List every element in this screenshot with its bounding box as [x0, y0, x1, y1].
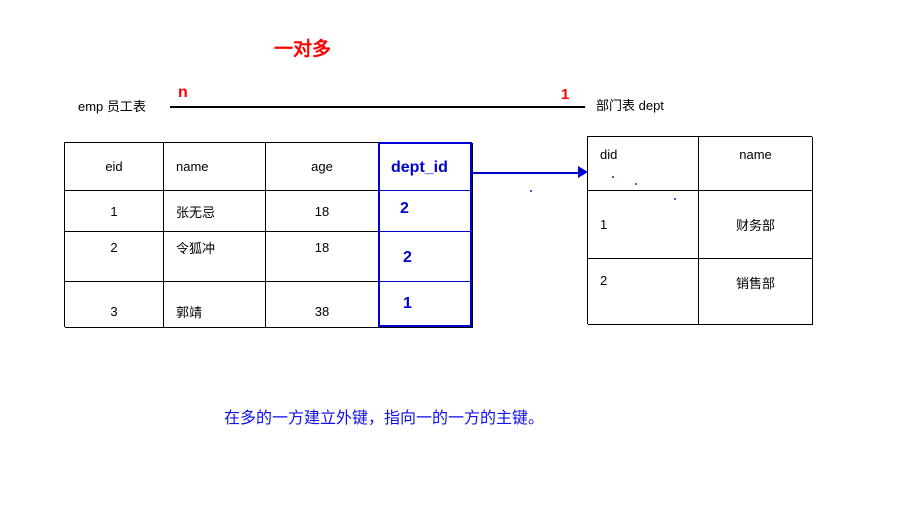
table-row: 张无忌 [164, 191, 266, 232]
table-row: 18 [266, 232, 379, 282]
emp-header-eid: eid [65, 143, 164, 191]
emp-cell-dept-id-1: 2 [400, 200, 409, 217]
stray-mark [612, 176, 614, 178]
table-row: 财务部 [699, 191, 813, 259]
stray-mark [635, 183, 637, 185]
fk-row-divider [380, 281, 470, 282]
relationship-line [170, 106, 585, 108]
cardinality-one: 1 [561, 86, 570, 103]
dept-header-name: name [699, 137, 813, 191]
table-row: 1 [65, 191, 164, 232]
foreign-key-arrow-icon [578, 166, 588, 178]
table-row [379, 191, 473, 232]
table-row: 销售部 [699, 259, 813, 325]
relationship-label-left: emp 员工表 [78, 99, 146, 114]
table-row [379, 282, 473, 328]
table-row: 2 [65, 232, 164, 282]
stray-mark [674, 198, 676, 200]
table-row: 1 [588, 191, 699, 259]
emp-header-name: name [164, 143, 266, 191]
emp-header-age: age [266, 143, 379, 191]
table-row: 3 [65, 282, 164, 328]
foreign-key-arrow-line [472, 172, 584, 174]
emp-cell-dept-id-2: 2 [403, 249, 412, 266]
diagram-caption: 在多的一方建立外键，指向一的一方的主键。 [224, 410, 545, 427]
table-row: 18 [266, 191, 379, 232]
fk-row-divider [380, 190, 470, 191]
table-row: 令狐冲 [164, 232, 266, 282]
table-row: 38 [266, 282, 379, 328]
cardinality-many: n [178, 84, 188, 101]
page-title: 一对多 [274, 39, 332, 60]
table-row: 2 [588, 259, 699, 325]
emp-header-dept-id-text: dept_id [391, 159, 448, 176]
table-row: 郭靖 [164, 282, 266, 328]
fk-row-divider [380, 231, 470, 232]
dept-header-did: did [588, 137, 699, 191]
dept-table: did name 1 财务部 2 销售部 [587, 136, 813, 325]
table-row [379, 232, 473, 282]
relationship-label-right: 部门表 dept [596, 98, 664, 113]
emp-cell-dept-id-3: 1 [403, 295, 412, 312]
stray-mark [530, 190, 532, 192]
